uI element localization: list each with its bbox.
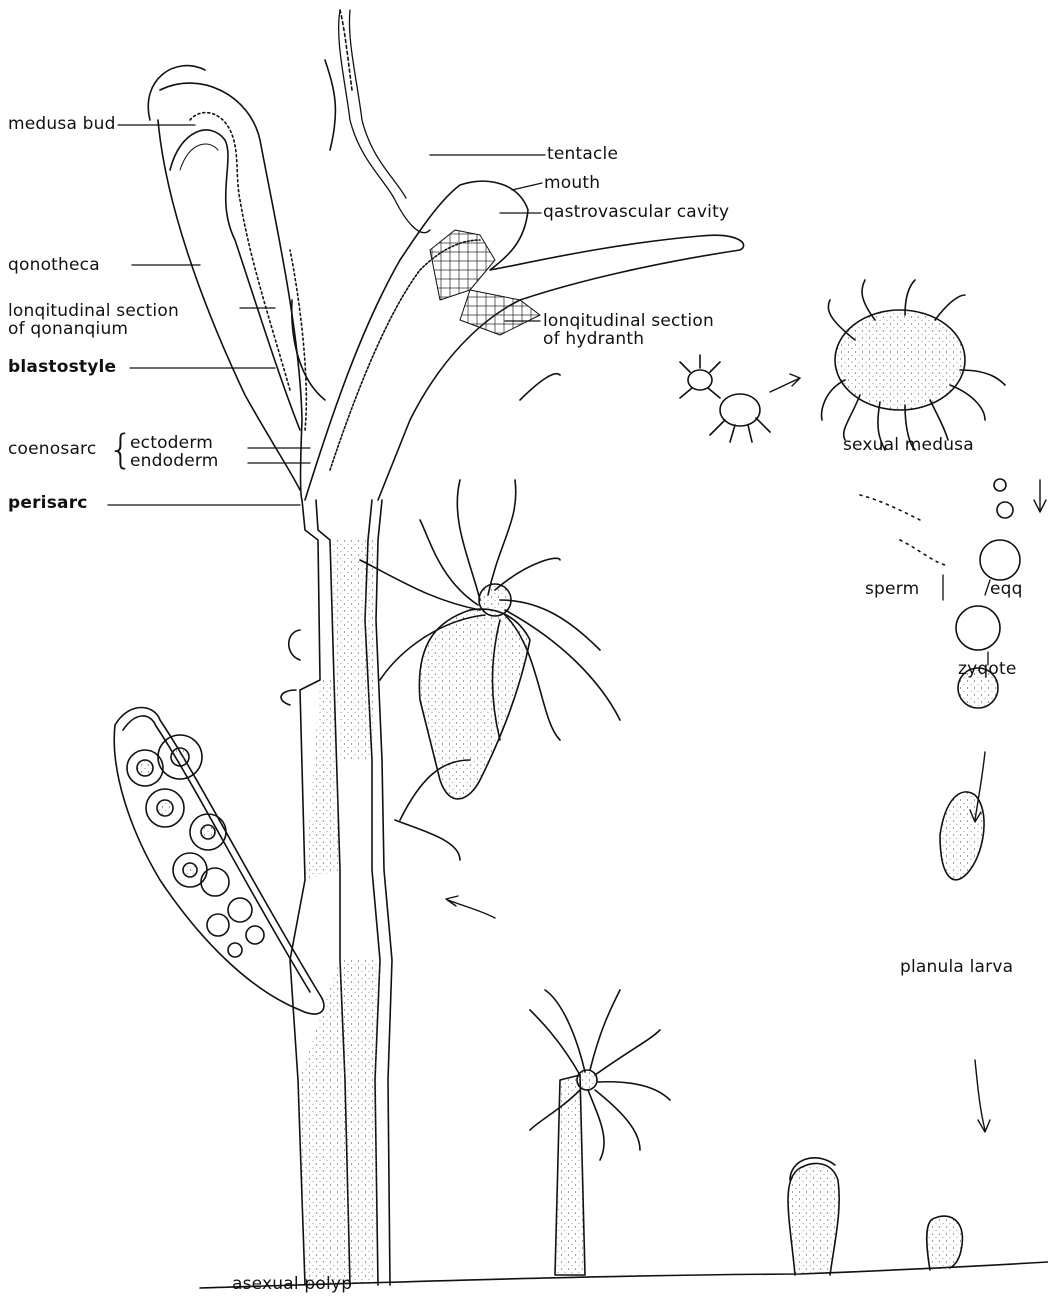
- label-blastostyle: blastostyle: [8, 358, 116, 376]
- branch-stub: [281, 630, 300, 705]
- settled-polyp-bud: [788, 1164, 839, 1275]
- label-tentacle: tentacle: [547, 145, 618, 163]
- label-hydranth-line2: of hydranth: [543, 330, 644, 348]
- free-medusae: [680, 280, 1005, 450]
- label-gonotheca: qonotheca: [8, 256, 100, 274]
- label-medusa-bud: medusa bud: [8, 115, 116, 133]
- label-hydranth-line1: lonqitudinal section: [543, 312, 714, 330]
- label-zygote: zyqote: [958, 660, 1017, 678]
- label-ectoderm: ectoderm: [130, 434, 213, 452]
- hydranth-section: [292, 181, 744, 500]
- colony-stem: [290, 500, 392, 1285]
- label-gonangium-line1: lonqitudinal section: [8, 302, 179, 320]
- label-egg: eqq: [990, 580, 1023, 598]
- label-mouth: mouth: [544, 174, 600, 192]
- hydranth-polyp: [360, 480, 620, 860]
- label-coenosarc: coenosarc: [8, 440, 96, 458]
- young-polyp: [530, 990, 670, 1275]
- mature-gonangium: [114, 708, 324, 1015]
- label-gastrovascular-cavity: qastrovascular cavity: [543, 203, 729, 221]
- label-planula-larva: planula larva: [900, 958, 1013, 976]
- label-sexual-medusa: sexual medusa: [843, 436, 974, 454]
- label-gonangium-line2: of qonanqium: [8, 320, 128, 338]
- settled-planula: [927, 1216, 963, 1270]
- tentacle-drawing: [339, 10, 430, 233]
- label-perisarc: perisarc: [8, 494, 88, 512]
- label-sperm: sperm: [865, 580, 919, 598]
- cycle-arrows: [446, 374, 1046, 1132]
- label-endoderm: endoderm: [130, 452, 219, 470]
- label-asexual-polyp: asexual polyp: [232, 1275, 352, 1293]
